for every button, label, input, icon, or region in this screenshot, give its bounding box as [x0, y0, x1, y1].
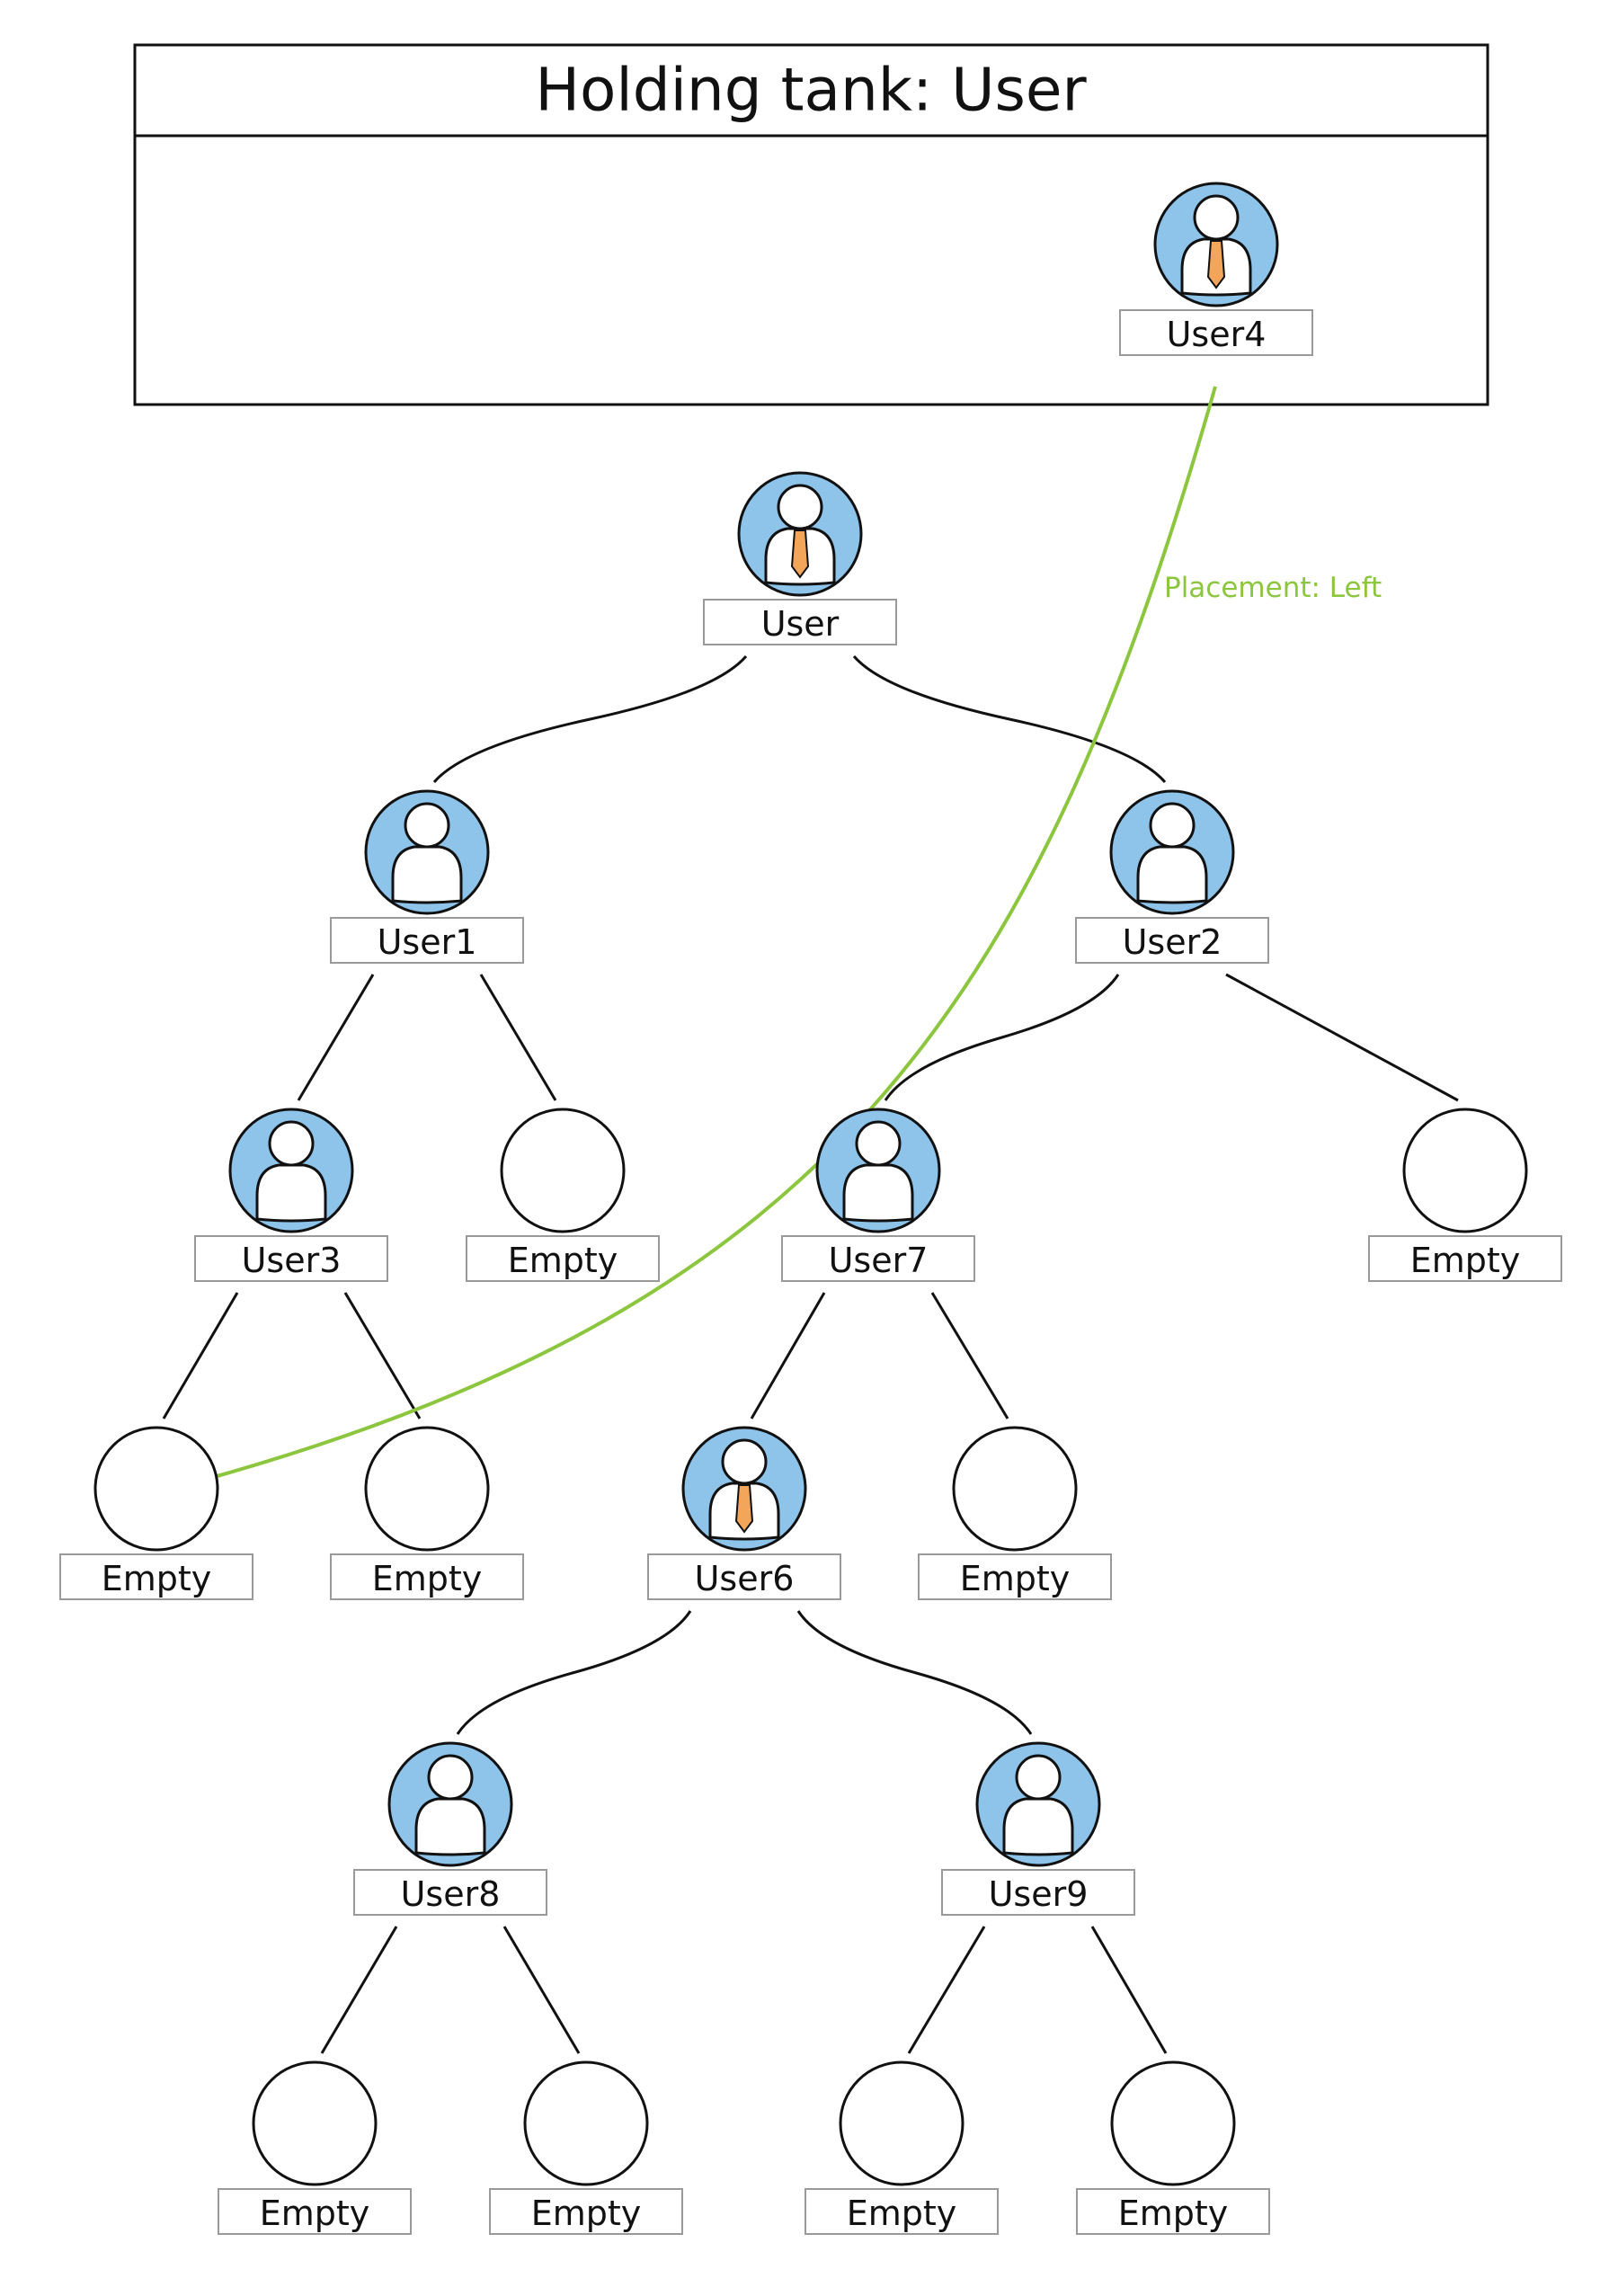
empty-slot-circle: [523, 2060, 649, 2186]
tie-icon: [734, 1484, 754, 1534]
user-icon: [1136, 802, 1208, 904]
user-node[interactable]: User8: [353, 1741, 547, 1916]
tie-icon: [1206, 240, 1226, 289]
tree-edge: [432, 655, 748, 783]
tree-edge: [884, 974, 1120, 1101]
tree-edge: [1090, 1926, 1168, 2054]
tree-edge: [930, 1292, 1009, 1419]
node-label-box: [194, 1235, 388, 1282]
user-icon: [391, 802, 463, 904]
node-label-box: [330, 917, 524, 964]
empty-slot-circle: [839, 2060, 965, 2186]
tree-edge: [456, 1610, 692, 1735]
node-label: User6: [695, 1559, 795, 1598]
node-label-box: [781, 1235, 975, 1282]
node-label: Empty: [847, 2194, 957, 2233]
user-icon: [842, 1120, 914, 1223]
node-label: Empty: [372, 1559, 483, 1598]
node-label: Empty: [531, 2194, 642, 2233]
tree-edge: [297, 974, 375, 1101]
empty-slot-circle: [952, 1426, 1078, 1552]
user-with-tie-icon: [764, 484, 836, 586]
node-label: User4: [1167, 315, 1267, 354]
node-label: Empty: [1410, 1241, 1521, 1280]
node-label: Empty: [508, 1241, 618, 1280]
node-label: Empty: [960, 1559, 1071, 1598]
empty-slot-circle: [252, 2060, 378, 2186]
node-label: Empty: [260, 2194, 370, 2233]
empty-slot-node[interactable]: Empty: [330, 1426, 524, 1600]
node-label-box: [918, 1553, 1112, 1600]
node-label: User8: [401, 1874, 501, 1914]
empty-slot-circle: [364, 1426, 490, 1552]
node-label: User3: [242, 1241, 342, 1280]
tree-edge: [162, 1292, 239, 1419]
node-label-box: [353, 1869, 547, 1916]
user-node[interactable]: User1: [330, 789, 524, 964]
node-label: User9: [989, 1874, 1089, 1914]
node-label: User1: [378, 922, 477, 962]
empty-slot-node[interactable]: Empty: [466, 1108, 660, 1282]
tree-edge: [750, 1292, 826, 1419]
tree-edge: [479, 974, 557, 1101]
empty-slot-node[interactable]: Empty: [1076, 2060, 1270, 2235]
empty-slot-circle: [1402, 1108, 1528, 1233]
placement-arrow-line: [197, 386, 1217, 1483]
empty-slot-node[interactable]: Empty: [218, 2060, 412, 2235]
node-label-box: [489, 2188, 683, 2235]
node-label: Empty: [1118, 2194, 1229, 2233]
node-label-box: [805, 2188, 999, 2235]
node-label-box: [59, 1553, 253, 1600]
user-icon: [1002, 1754, 1074, 1856]
tree-edge: [852, 655, 1167, 783]
placement-label: Placement: Left: [1164, 572, 1382, 604]
node-label: User2: [1123, 922, 1222, 962]
tree-connections: [162, 655, 1459, 2054]
user-node[interactable]: User7: [781, 1108, 975, 1282]
node-label-box: [466, 1235, 660, 1282]
node-label-box: [703, 599, 897, 645]
empty-slot-node[interactable]: Empty: [489, 2060, 683, 2235]
tree-edge: [343, 1292, 422, 1419]
tree-edge: [320, 1926, 398, 2054]
node-label-box: [218, 2188, 412, 2235]
user-node[interactable]: User2: [1075, 789, 1269, 964]
empty-slot-circle: [93, 1426, 219, 1552]
empty-slot-node[interactable]: Empty: [805, 2060, 999, 2235]
user-icon: [414, 1754, 486, 1856]
empty-slot-circle: [500, 1108, 626, 1233]
empty-slot-node[interactable]: Empty: [59, 1426, 253, 1600]
user-node[interactable]: User6: [647, 1426, 841, 1600]
node-label-box: [1119, 309, 1313, 356]
holding-tank-title: Holding tank: User: [535, 56, 1087, 125]
user-node[interactable]: User4: [1119, 182, 1313, 356]
user-node[interactable]: User3: [194, 1108, 388, 1282]
node-label-box: [330, 1553, 524, 1600]
tree-edge: [907, 1926, 986, 2054]
tree-edge: [502, 1926, 581, 2054]
empty-slot-circle: [1110, 2060, 1236, 2186]
empty-slot-node[interactable]: Empty: [1368, 1108, 1562, 1282]
tie-icon: [790, 530, 810, 579]
node-label-box: [647, 1553, 841, 1600]
tree-edge: [796, 1610, 1033, 1735]
node-label-box: [1076, 2188, 1270, 2235]
user-node[interactable]: User: [703, 471, 897, 645]
node-label: User7: [829, 1241, 929, 1280]
node-label-box: [1075, 917, 1269, 964]
tree-edge: [1225, 973, 1459, 1102]
user-with-tie-icon: [1180, 194, 1252, 297]
node-label: Empty: [102, 1559, 212, 1598]
user-with-tie-icon: [708, 1438, 780, 1541]
empty-slot-node[interactable]: Empty: [918, 1426, 1112, 1600]
user-icon: [255, 1120, 327, 1223]
user-node[interactable]: User9: [941, 1741, 1135, 1916]
node-label: User: [761, 604, 840, 644]
node-label-box: [1368, 1235, 1562, 1282]
node-label-box: [941, 1869, 1135, 1916]
